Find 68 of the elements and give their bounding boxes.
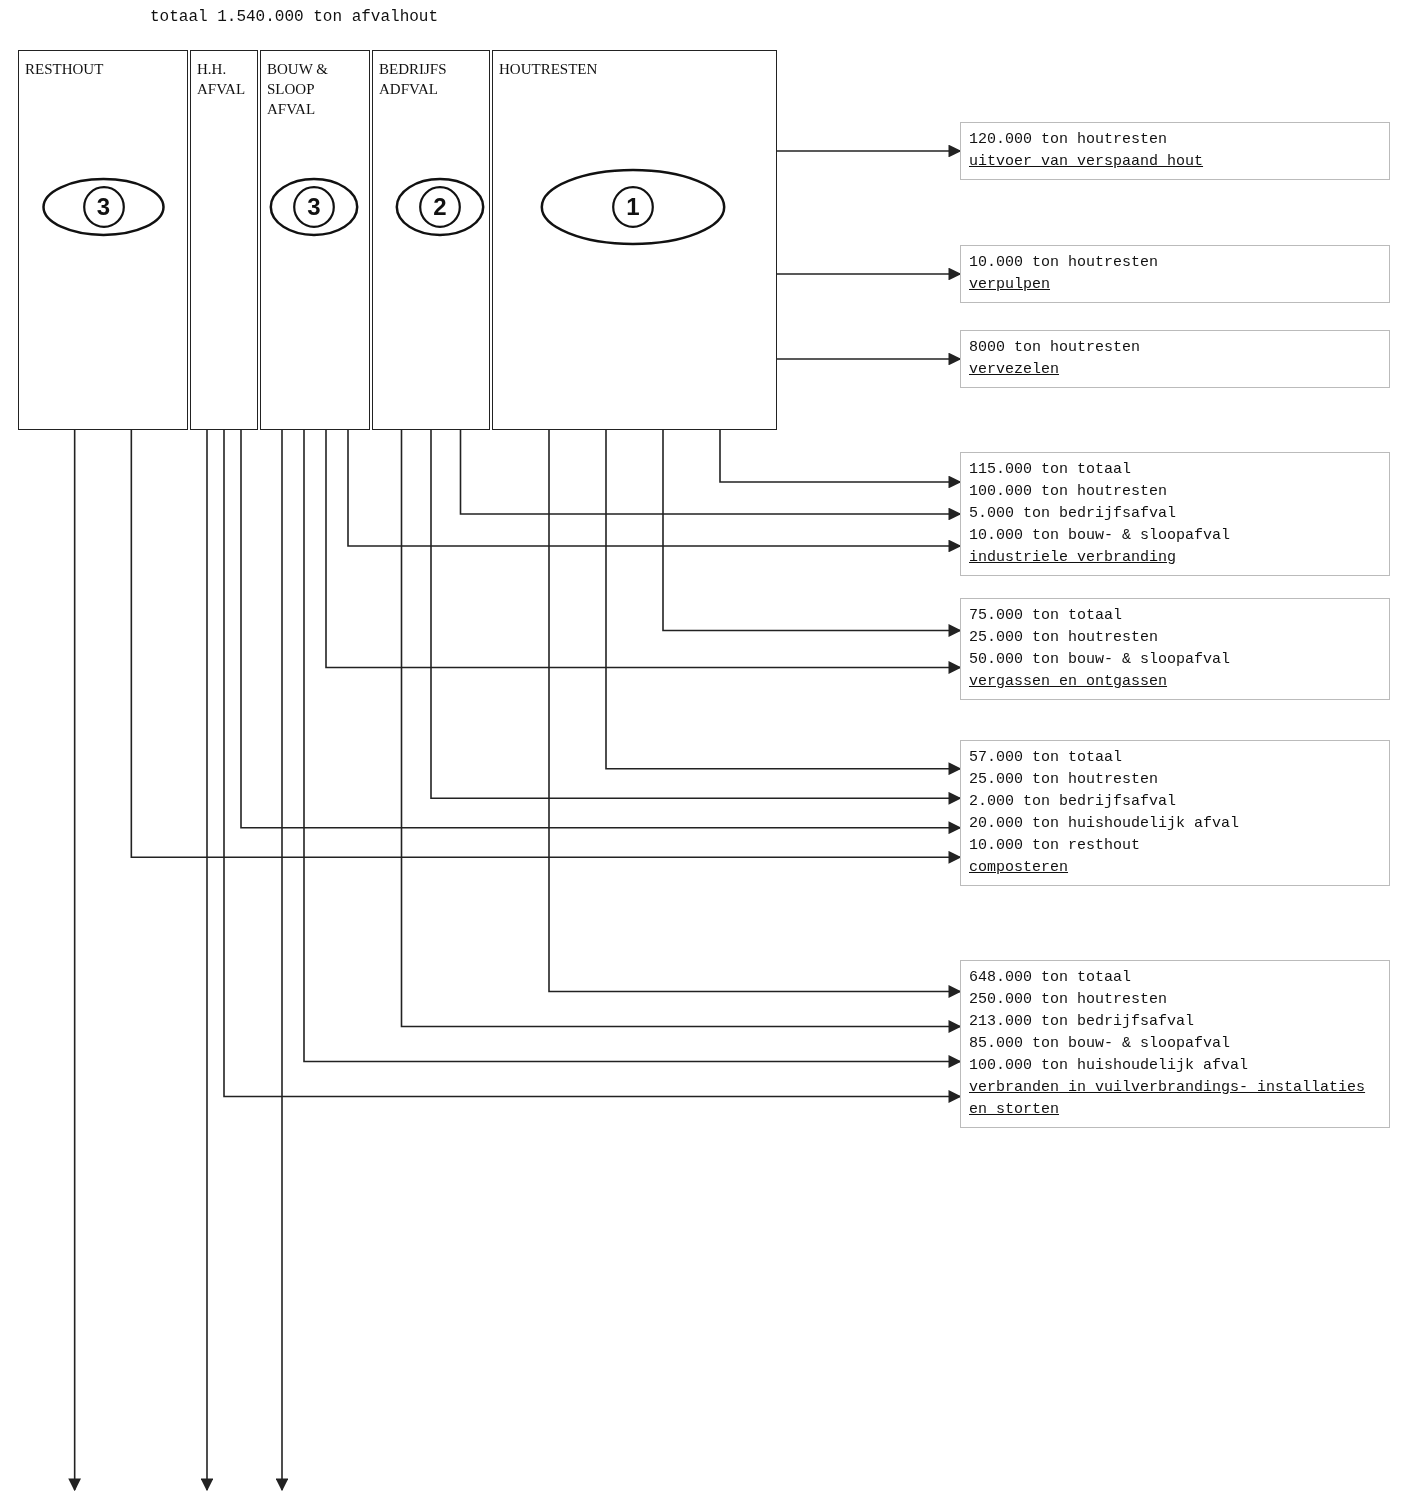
amount-text: 100.000 ton houtresten bbox=[969, 482, 1169, 502]
column-heading: BOUW & SLOOP AFVAL bbox=[267, 60, 329, 119]
process-label: vergassen en ontgassen bbox=[969, 672, 1169, 692]
flow-arrow bbox=[776, 144, 962, 158]
amount-text: 20.000 ton huishoudelijk afval bbox=[969, 814, 1241, 834]
process-label: verpulpen bbox=[969, 275, 1051, 295]
source-column bbox=[372, 50, 490, 430]
destination-box bbox=[960, 245, 1390, 303]
source-column bbox=[190, 50, 258, 430]
flow-arrow bbox=[275, 429, 289, 1492]
numbered-ellipse: 3 bbox=[269, 176, 359, 238]
column-heading: H.H. AFVAL bbox=[197, 60, 247, 99]
numbered-ellipse: 1 bbox=[538, 166, 728, 248]
numbered-ellipse: 2 bbox=[395, 176, 485, 238]
amount-text: 10.000 ton houtresten bbox=[969, 253, 1160, 273]
column-heading: RESTHOUT bbox=[25, 60, 105, 79]
amount-text: 10.000 ton bouw- & sloopafval bbox=[969, 526, 1232, 546]
flow-arrow bbox=[776, 352, 962, 366]
flow-arrow bbox=[662, 429, 962, 637]
amount-text: 115.000 ton totaal bbox=[969, 460, 1133, 480]
process-label: composteren bbox=[969, 858, 1070, 878]
column-heading: HOUTRESTEN bbox=[499, 60, 599, 79]
flow-arrow bbox=[200, 429, 214, 1492]
amount-text: 213.000 ton bedrijfsafval bbox=[969, 1012, 1196, 1032]
amount-text: 50.000 ton bouw- & sloopafval bbox=[969, 650, 1232, 670]
flow-arrow bbox=[325, 429, 962, 674]
destination-box bbox=[960, 598, 1390, 700]
amount-text: 10.000 ton resthout bbox=[969, 836, 1142, 856]
flow-arrow bbox=[719, 429, 962, 489]
column-heading: BEDRIJFS ADFVAL bbox=[379, 60, 448, 99]
flow-arrow bbox=[347, 429, 962, 553]
numbered-ellipse: 3 bbox=[41, 176, 166, 238]
amount-text: 85.000 ton bouw- & sloopafval bbox=[969, 1034, 1232, 1054]
amount-text: 100.000 ton huishoudelijk afval bbox=[969, 1056, 1250, 1076]
flow-arrow bbox=[303, 429, 962, 1068]
amount-text: 8000 ton houtresten bbox=[969, 338, 1142, 358]
flow-arrow bbox=[776, 267, 962, 281]
process-label: vervezelen bbox=[969, 360, 1060, 380]
destination-box bbox=[960, 122, 1390, 180]
amount-text: 75.000 ton totaal bbox=[969, 606, 1124, 626]
amount-text: 120.000 ton houtresten bbox=[969, 130, 1169, 150]
flow-arrow bbox=[548, 429, 962, 998]
amount-text: 648.000 ton totaal bbox=[969, 968, 1133, 988]
process-label: uitvoer van verspaand hout bbox=[969, 152, 1205, 172]
amount-text: 57.000 ton totaal bbox=[969, 748, 1124, 768]
destination-box bbox=[960, 740, 1390, 886]
diagram-title: totaal 1.540.000 ton afvalhout bbox=[150, 8, 439, 26]
source-column bbox=[492, 50, 777, 430]
process-label: verbranden in vuilverbrandings- installaties en storten bbox=[969, 1078, 1367, 1120]
flow-arrow bbox=[400, 429, 962, 1033]
amount-text: 25.000 ton houtresten bbox=[969, 628, 1160, 648]
amount-text: 5.000 ton bedrijfsafval bbox=[969, 504, 1178, 524]
source-column bbox=[260, 50, 370, 430]
flow-arrow bbox=[459, 429, 962, 521]
source-column bbox=[18, 50, 188, 430]
flow-arrow bbox=[130, 429, 962, 864]
destination-box bbox=[960, 960, 1390, 1128]
destination-box bbox=[960, 330, 1390, 388]
flow-arrow bbox=[223, 429, 962, 1103]
amount-text: 250.000 ton houtresten bbox=[969, 990, 1169, 1010]
flow-arrow bbox=[240, 429, 962, 835]
amount-text: 25.000 ton houtresten bbox=[969, 770, 1160, 790]
flow-arrow bbox=[430, 429, 962, 805]
amount-text: 2.000 ton bedrijfsafval bbox=[969, 792, 1178, 812]
flow-arrow bbox=[68, 429, 82, 1492]
destination-box bbox=[960, 452, 1390, 576]
flow-arrow bbox=[605, 429, 962, 776]
process-label: industriele verbranding bbox=[969, 548, 1178, 568]
